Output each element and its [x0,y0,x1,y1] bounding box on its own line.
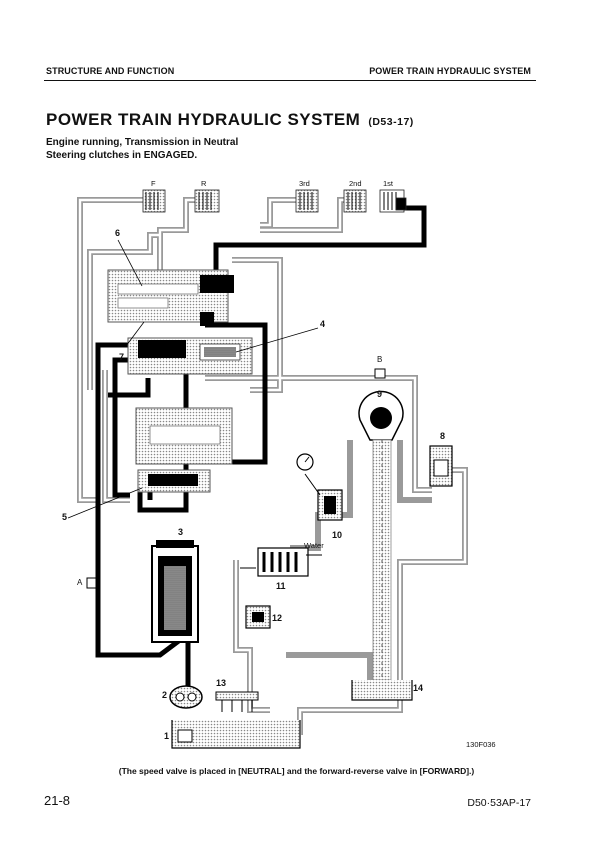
water-label: Water [304,541,324,550]
steering-clutch-housing [358,390,404,681]
callout-8: 8 [440,431,446,441]
speed-valve [107,269,234,326]
condition-line-2: Steering clutches in ENGAGED. [46,150,198,161]
port-label-b: B [377,355,383,364]
document-code: D50·53AP-17 [467,797,531,809]
leader-lines [67,239,319,519]
oil-cooler [240,547,322,577]
callout-10: 10 [332,530,343,540]
header-rule [44,80,536,81]
modulating-valve [135,407,233,465]
port-label-a: A [77,578,83,587]
clutch-label-f: F [151,179,156,188]
callout-9: 9 [377,389,383,399]
model-code: (D53-17) [368,116,414,128]
condition-line-1: Engine running, Transmission in Neutral [46,137,239,148]
tank-14 [351,680,413,701]
lubrication-13 [215,691,259,712]
callout-13: 13 [216,678,227,688]
port-plugs [86,368,386,589]
clutch-label-1st: 1st [383,179,394,188]
valve-12 [245,605,271,629]
chapter-header: POWER TRAIN HYDRAULIC SYSTEM [369,66,531,76]
regulator-10 [296,453,343,521]
callout-14: 14 [413,683,424,693]
callout-11: 11 [276,581,286,591]
pump [169,685,203,709]
clutch-label-r: R [201,179,207,188]
figure-code: 130F036 [466,740,496,749]
callout-5: 5 [62,512,68,522]
clutch-label-3rd: 3rd [299,179,310,188]
callout-7: 7 [119,352,125,362]
title-text: POWER TRAIN HYDRAULIC SYSTEM [46,110,361,129]
figure-caption: (The speed valve is placed in [NEUTRAL] … [118,766,475,776]
callout-6: 6 [115,228,121,238]
relief-valve-8 [429,445,453,487]
callout-2: 2 [162,690,168,700]
main-relief-valve [137,469,211,493]
drain-line-cores [78,198,467,735]
page-number: 21-8 [44,793,71,808]
oil-filter [151,540,199,643]
oil-tank [171,720,301,749]
section-header: STRUCTURE AND FUNCTION [46,66,175,76]
callout-3: 3 [178,527,184,537]
page-title: POWER TRAIN HYDRAULIC SYSTEM (D53-17) [46,110,414,130]
callout-1: 1 [164,731,170,741]
callout-4: 4 [320,319,326,329]
forward-reverse-valve [127,337,253,375]
clutch-label-2nd: 2nd [349,179,362,188]
clutch-packs [142,189,407,213]
callout-12: 12 [272,613,283,623]
